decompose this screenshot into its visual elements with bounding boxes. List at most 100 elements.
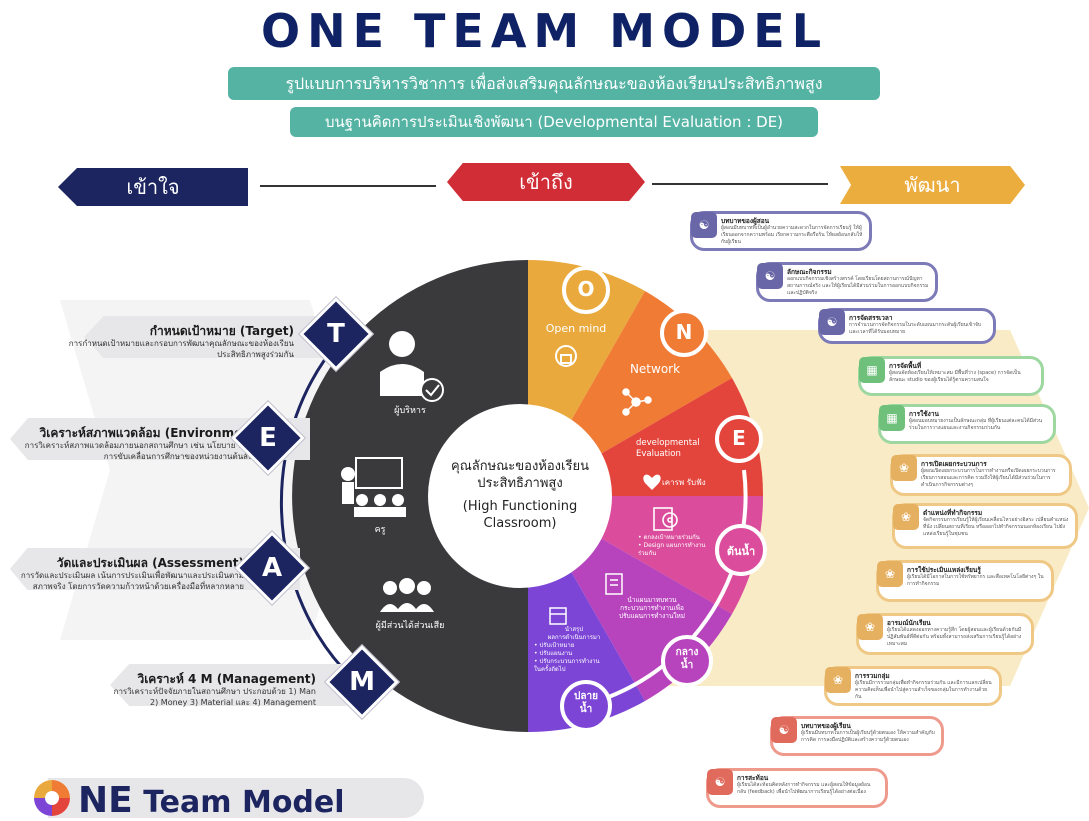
heart-icon: [643, 474, 661, 490]
logo-letters: NE: [78, 780, 133, 821]
role-title: การเปิดเผยกระบวนการ: [921, 460, 987, 468]
role-title: การสะท้อน: [737, 774, 769, 782]
role-desc: จัดกิจกรรมการเรียนรู้ให้ผู้เรียนเคลื่อนไ…: [923, 517, 1069, 537]
role-card-teacher: ☯ บทบาทของผู้สอน ผู้สอนมีบทบาทที่เป็นผู้…: [690, 211, 872, 251]
resources-icon: ❀: [877, 561, 903, 587]
letter-o: O: [577, 277, 595, 301]
role-card-grouping: ❀ การรวมกลุ่ม ผู้เรียนมีการรวมกลุ่มเพื่อ…: [824, 666, 1002, 706]
location-icon: ❀: [893, 504, 919, 530]
subtitle-bar-2: บนฐานคิดการประเมินเชิงพัฒนา (Development…: [290, 107, 818, 137]
letter-e: E: [732, 426, 746, 450]
upstream-item: ร่วมกัน: [638, 550, 657, 557]
role-desc: ผู้สอนมอบหมายงานเป็นลักษณะกลุ่ม ที่ผู้เร…: [909, 418, 1043, 431]
center-line-1: คุณลักษณะของห้องเรียน: [451, 459, 589, 474]
midstream-text: นำแผนมาทบทวน กระบวนการทำงานเพื่อ ปรับแผน…: [602, 596, 702, 620]
letter-t: T: [327, 319, 345, 349]
upstream-label: ต้นน้ำ: [726, 545, 756, 558]
downstream-line-1: ปลาย: [574, 691, 598, 702]
summary-icon: [549, 607, 567, 625]
role-title: บทบาทของผู้เรียน: [801, 722, 851, 730]
network-icon: [622, 388, 652, 416]
role-card-work: ▦ การใช้งาน ผู้สอนมอบหมายงานเป็นลักษณะกล…: [878, 404, 1056, 444]
evaluation-line-1: developmental: [636, 438, 700, 448]
role-desc: ผู้สอนมีบทบาทที่เป็นผู้อำนวยความสะดวกในก…: [721, 225, 863, 245]
role-desc: การจำนวนการจัดกิจกรรมในระดับแผนมากระดับผ…: [849, 322, 982, 335]
role-card-space: ▦ การจัดพื้นที่ ผู้สอนจัดห้องเรียนให้เหม…: [858, 356, 1044, 396]
role-title: การใช้ประเมินแหล่งเรียนรู้: [907, 566, 981, 574]
role-title: อารมณ์นักเรียน: [887, 619, 931, 627]
role-desc: ผู้สอนเปิดเผยกระบวนการในการทำงานหรือเปิด…: [921, 468, 1056, 488]
process-icon: ❀: [891, 455, 917, 481]
team-desc: การกำหนดเป้าหมายและกรอบการพัฒนาคุณลักษณะ…: [68, 339, 294, 359]
letter-e-badge: [715, 415, 763, 463]
team-management-text: วิเคราะห์ 4 M (Management) การวิเคราะห์ป…: [0, 664, 350, 707]
role-title: บทบาทของผู้สอน: [721, 217, 770, 225]
role-title: ตำแหน่งที่ทำกิจกรรม: [923, 509, 983, 517]
space-icon: ▦: [859, 357, 885, 383]
teacher-role-icon: ☯: [691, 212, 717, 238]
team-bar-target: [84, 316, 328, 358]
evaluation-line-2: Evaluation: [636, 449, 681, 459]
role-desc: ผู้สอนจัดห้องเรียนให้เหมาะสม มีพื้นที่ว่…: [889, 370, 1021, 383]
checklist-icon: [605, 573, 623, 595]
role-card-process: ❀ การเปิดเผยกระบวนการ ผู้สอนเปิดเผยกระบว…: [890, 454, 1072, 496]
letter-m: M: [349, 667, 375, 697]
role-card-learner: ☯ บทบาทของผู้เรียน ผู้เรียนมีบทบาทในการเ…: [770, 716, 944, 756]
upstream-items: • ตกลงเป้าหมายร่วมกัน • Design แผนการทำง…: [638, 534, 728, 558]
role-desc: ผู้เรียนได้สะท้อนคิดหลังการทำกิจกรรม และ…: [737, 782, 871, 795]
midstream-badge: [661, 635, 713, 687]
midstream-line-2: น้ำ: [680, 660, 694, 671]
role-desc: ผู้เรียนมีบทบาทในการเป็นผู้เรียนรู้ด้วยต…: [801, 730, 935, 743]
team-title: วิเคราะห์สภาพแวดล้อม (Environment): [39, 426, 262, 440]
midstream-line-1: กลาง: [675, 647, 699, 658]
role-card-location: ❀ ตำแหน่งที่ทำกิจกรรม จัดกิจกรรมการเรียน…: [892, 503, 1078, 549]
learner-icon: ☯: [771, 717, 797, 743]
midstream-text-line: นำแผนมาทบทวน: [627, 596, 677, 604]
role-desc: ผู้เรียนมีการรวมกลุ่มเพื่อทำกิจกรรมร่วมก…: [855, 680, 992, 700]
teacher-icon: [341, 457, 406, 517]
team-target-text: กำหนดเป้าหมาย (Target) การกำหนดเป้าหมายแ…: [0, 316, 328, 359]
work-icon: ▦: [879, 405, 905, 431]
reflection-icon: ☯: [707, 769, 733, 795]
downstream-label: ปลาย น้ำ: [564, 690, 608, 716]
role-card-resources: ❀ การใช้ประเมินแหล่งเรียนรู้ ผู้เรียนได้…: [876, 560, 1054, 602]
center-line-3: (High Functioning: [462, 499, 578, 514]
upstream-badge: [715, 524, 767, 576]
downstream-title-line: นำสรุป: [564, 626, 584, 633]
team-bar-management: [110, 664, 350, 706]
admin-icon: [380, 331, 444, 402]
lock-icon: [555, 345, 577, 367]
stakeholders-icon: [380, 578, 434, 612]
role-card-emotion: ❀ อารมณ์นักเรียน ผู้เรียนได้แสดงออกทางคว…: [856, 613, 1034, 655]
team-title: กำหนดเป้าหมาย (Target): [149, 324, 294, 338]
role-title: ลักษณะกิจกรรม: [787, 268, 832, 276]
logo: NE Team Model: [78, 780, 345, 821]
team-environment-text: วิเคราะห์สภาพแวดล้อม (Environment) การวิ…: [0, 418, 310, 461]
role-title: การใช้งาน: [909, 410, 939, 418]
downstream-item: • ปรับกระบวนการทำงาน: [534, 658, 600, 665]
open-mind-label: Open mind: [545, 322, 607, 335]
section-understand: เข้าใจ: [58, 168, 248, 206]
divider-line: [260, 185, 436, 187]
role-title: การรวมกลุ่ม: [855, 672, 890, 680]
logo-text: Team Model: [143, 785, 345, 820]
downstream-text: นำสรุป ผลการดำเนินการมา • ปรับเป้าหมาย •…: [534, 626, 614, 674]
activity-icon: ☯: [757, 263, 783, 289]
role-card-reflection: ☯ การสะท้อน ผู้เรียนได้สะท้อนคิดหลังการท…: [706, 768, 888, 808]
letter-n-badge: [660, 309, 708, 357]
stakeholder-label: ผู้มีส่วนได้ส่วนเสีย: [375, 621, 445, 631]
team-desc: การวิเคราะห์สภาพแวดล้อมภายนอกสถานศึกษา เ…: [24, 441, 262, 461]
role-title: การจัดพื้นที่: [889, 362, 922, 370]
team-assessment-text: วัดและประเมินผล (Assessment) การวัดและปร…: [0, 548, 300, 591]
midstream-text-line: กระบวนการทำงานเพื่อ: [620, 604, 684, 612]
letter-e-team: E: [259, 423, 277, 453]
downstream-item: ในครั้งถัดไป: [534, 666, 566, 673]
team-desc: การวิเคราะห์ปัจจัยภายในสถานศึกษา ประกอบด…: [113, 687, 316, 707]
admin-label: ผู้บริหาร: [394, 406, 426, 416]
grouping-icon: ❀: [825, 667, 851, 693]
team-title: วัดและประเมินผล (Assessment): [56, 556, 244, 570]
divider-line: [652, 183, 828, 185]
letter-o-badge: [562, 266, 610, 314]
water-ring: [579, 469, 748, 708]
logo-bar: [34, 778, 424, 818]
